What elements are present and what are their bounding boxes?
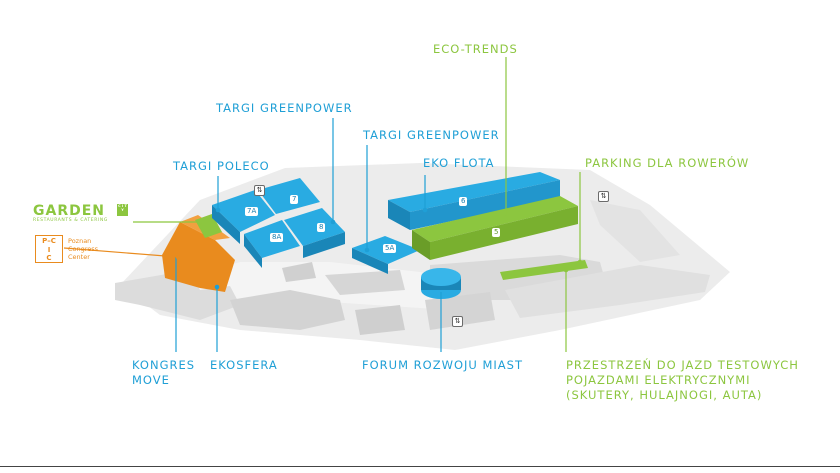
hall-8-side	[303, 232, 345, 258]
bottom-divider	[0, 466, 840, 467]
hall-6-wall	[410, 180, 560, 230]
pcc-logo-mark: P–C I C	[35, 235, 63, 263]
hall-8	[284, 208, 345, 246]
hall-7a-number: 7A	[245, 207, 259, 216]
hall-7a-side	[212, 205, 240, 244]
hall-5a-number: 5A	[383, 244, 397, 253]
label-parking-rowerow: PARKING DLA ROWERÓW	[585, 156, 750, 170]
gray-building	[425, 292, 495, 330]
pcc-logo-text: Poznan Congress Center	[68, 237, 99, 261]
hall-8-number: 8	[317, 223, 326, 232]
gray-building	[230, 290, 345, 330]
label-kongres-move: KONGRES MOVE	[132, 358, 196, 387]
ekosfera-building	[162, 222, 235, 292]
garden-logo-subtitle: RESTAURANTS & CATERING	[33, 218, 108, 223]
gray-building	[325, 270, 405, 295]
hall-6-number: 6	[459, 197, 468, 206]
hall-5	[412, 196, 578, 242]
hall-6	[388, 172, 560, 212]
leader-pic	[63, 247, 179, 258]
hall-5-front	[412, 230, 430, 260]
label-forum: FORUM ROZWOJU MIAST	[362, 358, 523, 372]
hall-7	[258, 178, 320, 214]
label-ekosfera: EKOSFERA	[210, 358, 278, 372]
gray-building	[505, 265, 710, 318]
hall-7a	[212, 190, 275, 232]
restroom-icon: ⇅	[598, 191, 609, 202]
garden-logo-city: C I T Y	[117, 204, 128, 216]
hall-8a-side	[244, 234, 262, 268]
label-targi-greenpower-1: TARGI GREENPOWER	[216, 101, 353, 115]
hall-8a-number: 8A	[270, 233, 284, 242]
restroom-icon: ⇅	[452, 316, 463, 327]
leader-dot	[563, 267, 569, 273]
hall-6-front	[388, 200, 410, 230]
leader-dot	[364, 247, 370, 253]
hall-5a-side	[352, 248, 388, 274]
hall-5-number: 5	[492, 228, 501, 237]
leader-dot	[175, 254, 181, 260]
forum-roof	[421, 268, 461, 286]
gray-building	[282, 262, 316, 282]
label-eko-flota: EKO FLOTA	[423, 156, 495, 170]
hall-5-wall	[430, 206, 578, 260]
gray-building	[355, 305, 405, 335]
label-przestrzen: PRZESTRZEŃ DO JAZD TESTOWYCH POJAZDAMI E…	[566, 358, 799, 402]
restroom-icon: ⇅	[254, 185, 265, 196]
gray-building	[115, 270, 240, 320]
leader-dot	[330, 219, 336, 225]
leader-dot	[577, 259, 583, 265]
label-targi-greenpower-2: TARGI GREENPOWER	[363, 128, 500, 142]
gray-building	[590, 200, 680, 262]
leader-dot	[422, 207, 428, 213]
leader-dot	[503, 215, 509, 221]
leader-dot	[197, 219, 203, 225]
label-eco-trends: ECO-TRENDS	[433, 42, 518, 56]
garden-logo-word: GARDEN	[33, 203, 106, 219]
test-drive-area	[500, 260, 588, 280]
hall-7-number: 7	[290, 195, 299, 204]
label-targi-poleco: TARGI POLECO	[173, 159, 270, 173]
leader-dot	[214, 284, 220, 290]
leader-dot	[215, 207, 221, 213]
